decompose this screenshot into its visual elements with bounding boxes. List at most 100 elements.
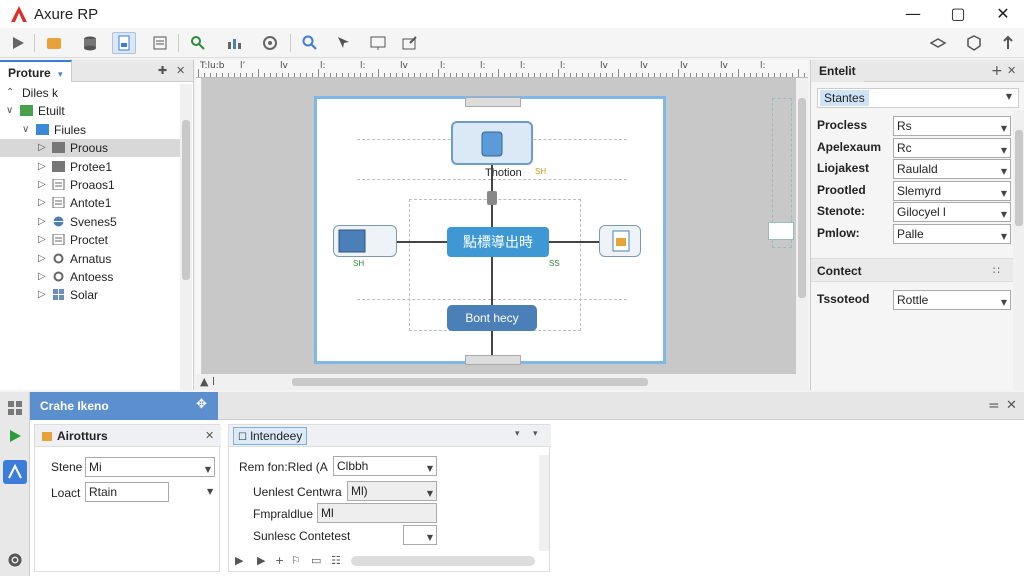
interaction-scrollbar[interactable]	[351, 556, 535, 566]
list-icon[interactable]: ☷	[331, 554, 341, 567]
fmpraldlue-input[interactable]: Ml	[317, 503, 437, 523]
expand-caret-icon[interactable]: ▷	[38, 215, 46, 227]
chevron-down-icon[interactable]: ▾	[58, 69, 63, 80]
left-node[interactable]	[333, 225, 397, 257]
play-icon[interactable]: ▶	[235, 554, 244, 567]
section-contect[interactable]: Contect ∷	[811, 258, 1015, 282]
prop-select-tssoteod[interactable]: Rottle ▼	[893, 290, 1011, 310]
tab-entelit[interactable]: Entelit	[811, 59, 864, 82]
tree-item-protee1[interactable]: ▷Protee1	[0, 158, 180, 176]
arrow-icon[interactable]	[332, 32, 356, 54]
expand-caret-icon[interactable]: ⌃	[6, 87, 15, 98]
prop-select[interactable]: Slemyrd▼	[893, 180, 1011, 201]
tree-item-antote1[interactable]: ▷Antote1	[0, 194, 180, 212]
export-icon[interactable]	[398, 32, 422, 54]
dots-icon[interactable]: ∷	[993, 264, 1000, 277]
prop-select[interactable]: Rs▼	[893, 116, 1011, 136]
uenlest-select[interactable]: Ml) ▼	[347, 481, 437, 501]
expand-caret-icon[interactable]: ▷	[38, 160, 46, 172]
add-icon[interactable]: +	[275, 554, 285, 567]
center-node[interactable]: 點標導出時	[447, 227, 549, 257]
tree-item-antoess[interactable]: ▷Antoess	[0, 268, 180, 286]
close-icon[interactable]: ✕	[176, 64, 186, 77]
tree-item-etuilt[interactable]: ∨Etuilt	[0, 102, 180, 120]
expand-caret-icon[interactable]: ▷	[38, 197, 46, 209]
monitor-icon[interactable]	[366, 32, 390, 54]
pin-icon[interactable]	[996, 32, 1020, 54]
tree-item-diles-k[interactable]: ⌃Diles k	[0, 84, 180, 102]
prop-select[interactable]: Rc▼	[893, 137, 1011, 158]
folder-icon[interactable]: ▭	[311, 554, 322, 567]
search-green-icon[interactable]	[186, 32, 210, 54]
design-canvas[interactable]: Thotion SH 點標導出時 Bont hecy SH SS	[202, 78, 796, 374]
tree-item-proctet[interactable]: ▷Proctet	[0, 231, 180, 249]
prop-select[interactable]: Gilocyel l▼	[893, 202, 1011, 222]
expand-caret-icon[interactable]: ▷	[38, 179, 46, 190]
axure-icon[interactable]	[3, 460, 27, 484]
expand-caret-icon[interactable]: ∨	[22, 123, 30, 135]
add-icon[interactable]: +	[991, 63, 1003, 79]
run-icon[interactable]	[7, 428, 23, 444]
play-icon[interactable]: ▶	[257, 554, 266, 567]
inspector-scrollbar[interactable]	[1013, 110, 1024, 390]
folder-icon[interactable]	[42, 32, 66, 54]
close-icon[interactable]: ✕	[1007, 64, 1017, 77]
page-icon[interactable]	[112, 32, 136, 54]
tree-item-proaos1[interactable]: ▷Proaos1	[0, 176, 180, 194]
prop-select[interactable]: Palle▼	[893, 223, 1011, 244]
minimize-button[interactable]: —	[905, 4, 921, 23]
move-icon[interactable]: ✥	[196, 397, 207, 412]
database-icon[interactable]	[78, 32, 102, 54]
style-dropdown[interactable]: Stantes ▼	[817, 88, 1019, 108]
prop-select[interactable]: Raulald▼	[893, 159, 1011, 179]
expand-caret-icon[interactable]: ▷	[38, 252, 46, 264]
stene-select[interactable]: Mi ▼	[85, 457, 215, 477]
interactions-title-tab[interactable]: Crahe Ikeno ✥	[30, 392, 218, 420]
bottom-node[interactable]: Bont hecy	[447, 305, 537, 331]
rem-select[interactable]: Clbbh ▼	[333, 456, 437, 476]
cube-icon[interactable]	[962, 32, 986, 54]
tab-intendeey[interactable]: ☐ lntendeey	[233, 427, 308, 445]
tree-item-fiules[interactable]: ∨Fiules	[0, 121, 180, 139]
canvas-h-thumb[interactable]	[292, 378, 648, 386]
canvas-page[interactable]: Thotion SH 點標導出時 Bont hecy SH SS	[314, 96, 666, 365]
inspector-scroll-thumb[interactable]	[1015, 130, 1023, 226]
maximize-button[interactable]: ▢	[950, 4, 966, 23]
gear-icon[interactable]	[7, 552, 23, 568]
connector-handle[interactable]	[487, 191, 497, 205]
zoom-circle-icon[interactable]	[258, 32, 282, 54]
top-node[interactable]	[451, 121, 533, 165]
tab-proture[interactable]: Proture ▾	[0, 59, 72, 82]
tree-scrollbar[interactable]	[180, 84, 192, 390]
close-button[interactable]: ✕	[996, 4, 1010, 23]
expand-caret-icon[interactable]: ▷	[38, 289, 46, 301]
expand-caret-icon[interactable]: ▷	[38, 142, 46, 154]
close-icon[interactable]: ✕	[1006, 398, 1017, 413]
chevron-down-icon[interactable]: ▼	[207, 487, 214, 496]
right-node[interactable]	[599, 225, 641, 257]
loact-input[interactable]: Rtain	[85, 482, 169, 502]
tree-item-solar[interactable]: ▷Solar	[0, 286, 180, 304]
expand-caret-icon[interactable]: ∨	[6, 105, 14, 117]
chevron-down-icon[interactable]: ▾	[515, 429, 520, 439]
close-icon[interactable]: ✕	[205, 429, 215, 442]
menu-icon[interactable]: =	[988, 398, 1000, 414]
magnifier-icon[interactable]	[298, 32, 322, 54]
tree-item-arnatus[interactable]: ▷Arnatus	[0, 250, 180, 268]
expand-caret-icon[interactable]: ▷	[38, 271, 46, 282]
canvas-horizontal-scrollbar[interactable]: ▲ l	[196, 374, 808, 390]
canvas-vertical-scrollbar[interactable]	[796, 78, 808, 374]
flag-icon[interactable]: ⚐	[291, 554, 301, 567]
tree-item-proous[interactable]: ▷Proous	[0, 139, 180, 158]
chart-icon[interactable]	[222, 32, 246, 54]
list-icon[interactable]	[148, 32, 172, 54]
layers-icon[interactable]	[926, 32, 950, 54]
expand-caret-icon[interactable]: ▷	[38, 234, 46, 246]
sunlesc-select[interactable]: ▼	[403, 525, 437, 545]
canvas-v-thumb[interactable]	[798, 98, 806, 298]
grid-icon[interactable]	[7, 400, 23, 416]
add-icon[interactable]: ✚	[158, 64, 168, 77]
tree-item-svenes5[interactable]: ▷Svenes5	[0, 213, 180, 231]
play-icon[interactable]	[6, 32, 30, 54]
tree-scroll-thumb[interactable]	[182, 120, 190, 280]
